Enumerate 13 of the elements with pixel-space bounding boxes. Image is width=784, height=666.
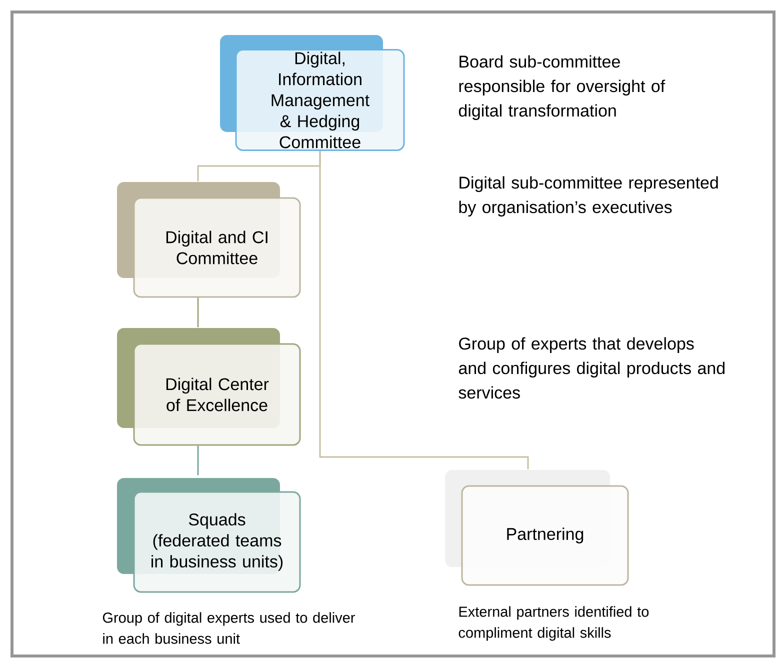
connector-line (197, 298, 199, 328)
description-text: Group of experts that develops and configures digital products and services (458, 337, 724, 399)
org-box: Digital, Information Management & Hedging Committee (220, 35, 405, 151)
description-text: Group of digital experts used to deliver in each business unit (102, 612, 355, 644)
description-text: Board sub-committee responsible for oversight of digital transformation (458, 55, 666, 120)
description-text: External partners identified to compliment digital skills (458, 606, 649, 641)
org-box: Squads (federated teams in business units) (117, 478, 301, 593)
connector-line (197, 446, 199, 476)
connector-line (319, 150, 529, 470)
org-box: Digital Center of Excellence (117, 328, 301, 446)
org-box: Digital and CI Committee (117, 182, 301, 298)
description-text: Digital sub-committee represented by organisation’s executives (459, 176, 718, 217)
org-box: Partnering (445, 470, 629, 586)
